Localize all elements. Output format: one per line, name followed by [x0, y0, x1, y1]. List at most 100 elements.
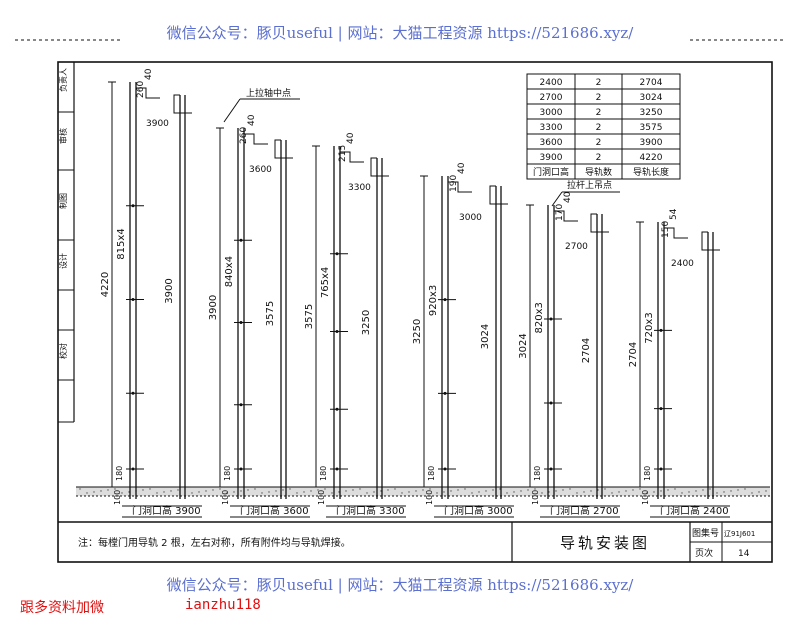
- base-dim-180: 180: [427, 466, 436, 481]
- top-offset-dim: 170: [555, 204, 565, 221]
- table-cell: 3900: [640, 138, 663, 148]
- top-small-dim: 40: [144, 68, 154, 80]
- top-small-dim: 40: [457, 162, 467, 174]
- table-cell: 2400: [540, 78, 563, 88]
- table-header: 导轨数: [585, 166, 612, 178]
- section-length-dim: 3900: [164, 278, 175, 303]
- side-label-2: 制图: [58, 193, 68, 209]
- top-offset-dim: 190: [449, 175, 459, 192]
- rail-length-dim: 3024: [518, 333, 529, 358]
- rail-length-dim: 2704: [628, 342, 639, 367]
- watermark-top: 微信公众号：豚贝useful | 网站：大猫工程资源 https://52168…: [166, 24, 634, 42]
- top-small-dim: 40: [247, 114, 257, 126]
- rail-length-dim: 3250: [412, 319, 423, 344]
- bracket-spacing-dim: 765x4: [320, 267, 331, 298]
- top-offset-dim: 260: [239, 127, 249, 144]
- width-dim: 3300: [348, 183, 371, 193]
- bracket-spacing-dim: 815x4: [116, 228, 127, 259]
- side-label-0: 负责人: [58, 68, 68, 92]
- table-cell: 3600: [540, 138, 563, 148]
- width-dim: 3600: [249, 165, 272, 175]
- rail-length-dim: 4220: [100, 272, 111, 297]
- callout-pull-rod: 拉杆上吊点: [567, 179, 612, 191]
- table-cell: 3250: [640, 108, 663, 118]
- section-length-dim: 3250: [361, 310, 372, 335]
- base-dim-100: 100: [425, 490, 434, 505]
- drawing-frame: [57, 61, 773, 563]
- top-small-dim: 40: [563, 191, 573, 203]
- width-dim: 3900: [146, 119, 169, 129]
- bracket-spacing-dim: 840x4: [224, 256, 235, 287]
- section-length-dim: 3575: [265, 301, 276, 326]
- callout-axis-midpoint: 上拉轴中点: [246, 87, 291, 99]
- width-dim: 3000: [459, 213, 482, 223]
- bracket-spacing-dim: 820x3: [534, 302, 545, 333]
- bracket-spacing-dim: 920x3: [428, 285, 439, 316]
- table-cell: 2: [596, 153, 602, 163]
- width-dim: 2400: [671, 259, 694, 269]
- rail-length-dim: 3900: [208, 295, 219, 320]
- atlas-label: 图集号: [692, 527, 719, 539]
- base-dim-100: 100: [221, 490, 230, 505]
- watermark-bottom: 微信公众号：豚贝useful | 网站：大猫工程资源 https://52168…: [166, 576, 634, 594]
- table-cell: 3575: [640, 123, 663, 133]
- base-dim-100: 100: [113, 490, 122, 505]
- table-header: 门洞口高: [533, 166, 569, 178]
- base-dim-180: 180: [115, 466, 124, 481]
- table-cell: 2704: [640, 78, 663, 88]
- top-small-dim: 54: [669, 208, 679, 220]
- top-offset-dim: 260: [136, 81, 146, 98]
- rail-caption: 门洞口高 3000: [444, 504, 513, 517]
- table-cell: 2: [596, 123, 602, 133]
- base-dim-180: 180: [533, 466, 542, 481]
- base-dim-100: 100: [531, 490, 540, 505]
- side-label-1: 审核: [58, 128, 68, 144]
- rail-spec-table: 2400 2 2704 2700 2 3024 3000 2 3250 3300 2 3575 3600…: [526, 73, 681, 180]
- drawing-title: 导轨安装图: [560, 534, 650, 552]
- table-cell: 2: [596, 138, 602, 148]
- base-dim-180: 180: [643, 466, 652, 481]
- ad-text-left: 跟多资料加微: [20, 600, 104, 616]
- bracket-spacing-dim: 720x3: [644, 312, 655, 343]
- table-cell: 3024: [640, 93, 663, 103]
- table-cell: 3300: [540, 123, 563, 133]
- rail-caption: 门洞口高 3300: [336, 504, 405, 517]
- rail-caption: 门洞口高 2400: [660, 504, 729, 517]
- table-cell: 2700: [540, 93, 563, 103]
- base-dim-180: 180: [319, 466, 328, 481]
- base-dim-100: 100: [317, 490, 326, 505]
- atlas-number: 辽91J601: [724, 530, 755, 538]
- width-dim: 2700: [565, 242, 588, 252]
- ad-text-right: ianzhu118: [185, 597, 261, 613]
- note-text: 注：每樘门用导轨 2 根，左右对称，所有附件均与导轨焊接。: [78, 536, 351, 549]
- base-dim-180: 180: [223, 466, 232, 481]
- table-cell: 2: [596, 108, 602, 118]
- section-length-dim: 2704: [581, 338, 592, 363]
- rail-caption: 门洞口高 2700: [550, 504, 619, 517]
- table-cell: 4220: [640, 153, 663, 163]
- section-length-dim: 3024: [480, 324, 491, 349]
- rail-length-dim: 3575: [304, 304, 315, 329]
- top-offset-dim: 150: [661, 221, 671, 238]
- table-header: 导轨长度: [633, 166, 669, 178]
- page-label: 页次: [695, 547, 713, 559]
- side-label-3: 设计: [58, 253, 68, 269]
- base-dim-100: 100: [641, 490, 650, 505]
- table-cell: 3000: [540, 108, 563, 118]
- table-cell: 2: [596, 78, 602, 88]
- table-cell: 3900: [540, 153, 563, 163]
- page-number: 14: [738, 549, 750, 559]
- top-small-dim: 40: [346, 132, 356, 144]
- rail-caption: 门洞口高 3600: [240, 504, 309, 517]
- rail-caption: 门洞口高 3900: [132, 504, 201, 517]
- table-cell: 2: [596, 93, 602, 103]
- top-offset-dim: 215: [338, 145, 348, 162]
